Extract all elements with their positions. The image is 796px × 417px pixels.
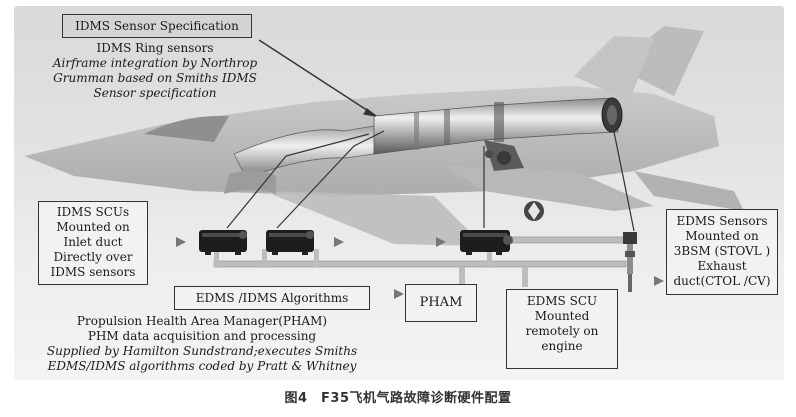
diagram-figure: IDMS Sensor Specification IDMS Ring sens… bbox=[14, 6, 784, 380]
idms-scus-line-4: Directly over bbox=[53, 250, 133, 264]
connector-arrows bbox=[176, 237, 664, 299]
algorithms-line-3: Supplied by Hamilton Sundstrand;executes… bbox=[46, 344, 358, 358]
edms-sensors-line-3: 3BSM (STOVL ) bbox=[673, 244, 771, 258]
edms-scu-line-1: EDMS SCU bbox=[526, 294, 598, 308]
algorithms-line-4: EDMS/IDMS algorithms coded by Pratt & Wh… bbox=[47, 359, 357, 373]
idms-scu-unit-2 bbox=[266, 230, 314, 255]
idms-spec-title-box: IDMS Sensor Specification bbox=[62, 14, 252, 38]
idms-scu-unit-1 bbox=[199, 230, 247, 255]
sensor-wires bbox=[226, 39, 635, 232]
idms-spec-line-3: Grumman based on Smiths IDMS bbox=[53, 71, 257, 85]
algorithms-title: EDMS /IDMS Algorithms bbox=[195, 291, 349, 305]
algorithms-title-box: EDMS /IDMS Algorithms bbox=[174, 286, 370, 310]
edms-sensor-probe bbox=[623, 232, 637, 292]
edms-sensors-line-4: Exhaust bbox=[697, 259, 747, 273]
idms-scus-line-1: IDMS SCUs bbox=[56, 205, 130, 219]
idms-scus-line-3: Inlet duct bbox=[63, 235, 123, 249]
engine bbox=[373, 97, 623, 171]
algorithms-line-2: PHM data acquisition and processing bbox=[87, 329, 317, 343]
edms-sensors-line-2: Mounted on bbox=[685, 229, 759, 243]
idms-spec-line-4: Sensor specification bbox=[93, 86, 217, 100]
aircraft-illustration bbox=[24, 26, 744, 299]
idms-scus-line-2: Mounted on bbox=[56, 220, 130, 234]
figure-caption: 图4 F35飞机气路故障诊断硬件配置 bbox=[284, 391, 512, 406]
idms-spec-line-1: IDMS Ring sensors bbox=[96, 41, 214, 55]
algorithms-line-1: Propulsion Health Area Manager(PHAM) bbox=[76, 314, 328, 328]
edms-sensors-line-5: duct(CTOL /CV) bbox=[673, 274, 771, 288]
pham-box: PHAM bbox=[405, 284, 477, 322]
edms-scu-line-4: engine bbox=[541, 339, 583, 353]
idms-scus-box: IDMS SCUs Mounted on Inlet duct Directly… bbox=[38, 201, 148, 285]
edms-scu-line-2: Mounted bbox=[534, 309, 590, 323]
edms-sensors-box: EDMS Sensors Mounted on 3BSM (STOVL ) Ex… bbox=[666, 209, 778, 295]
edms-scu-box: EDMS SCU Mounted remotely on engine bbox=[506, 289, 618, 369]
edms-sensors-line-1: EDMS Sensors bbox=[676, 214, 768, 228]
pham-label: PHAM bbox=[419, 295, 463, 310]
idms-scus-line-5: IDMS sensors bbox=[50, 265, 136, 279]
idms-spec-title: IDMS Sensor Specification bbox=[75, 19, 239, 33]
idms-spec-line-2: Airframe integration by Northrop bbox=[52, 56, 258, 70]
edms-scu-line-3: remotely on bbox=[525, 324, 599, 338]
edms-scu-unit bbox=[460, 230, 513, 255]
